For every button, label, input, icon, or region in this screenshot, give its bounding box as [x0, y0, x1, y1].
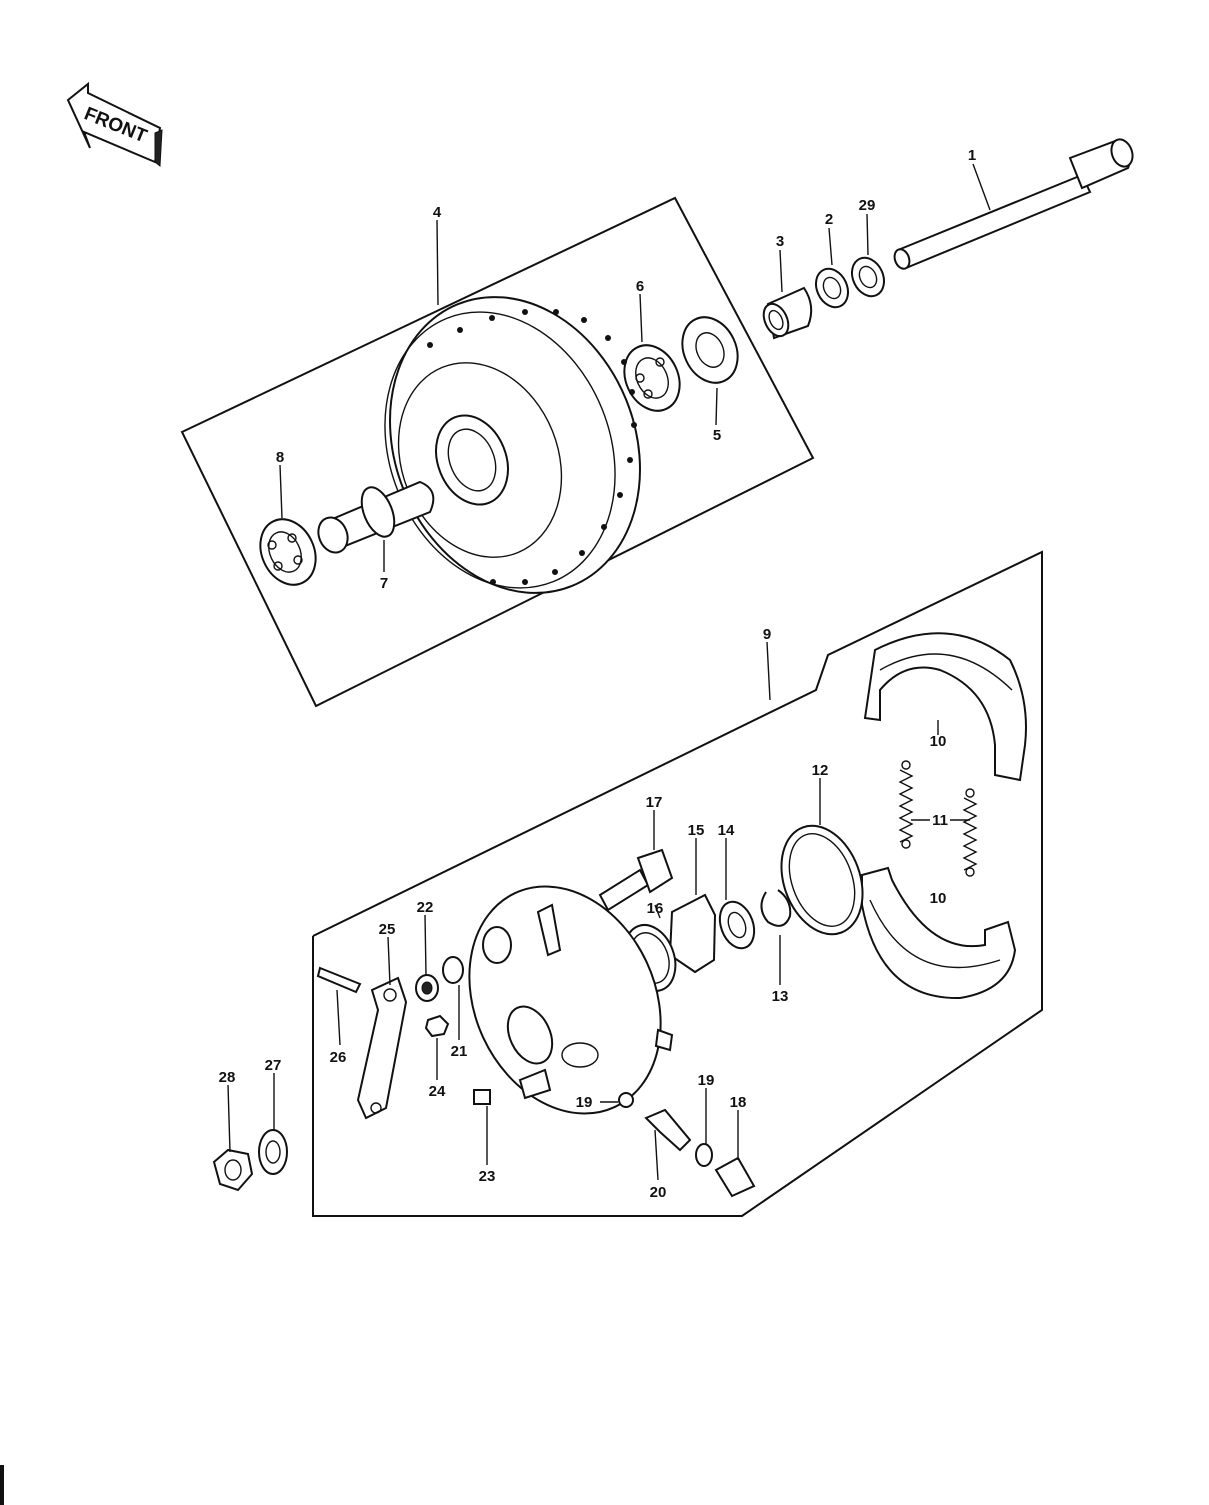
nut-28: [212, 1148, 254, 1192]
part-number-labels: 1 2 29 3 4 6 5 8 7 9 10 11 12 10 13 14 1…: [219, 147, 977, 1201]
collar-3: [762, 286, 813, 340]
bolt-26: [316, 966, 362, 994]
brake-shoe-10-lower: [861, 866, 1017, 1000]
bearing-8: [259, 518, 317, 586]
washer-19: [695, 1143, 713, 1167]
page-edge-mark: [0, 1465, 4, 1505]
label-11: 11: [932, 812, 948, 829]
nut-24: [424, 1014, 450, 1038]
plate-15: [668, 893, 717, 974]
label-19-right: 19: [698, 1072, 715, 1089]
axle: [893, 138, 1134, 270]
label-16: 16: [647, 900, 664, 917]
distance-collar-7: [317, 480, 435, 554]
label-15: 15: [688, 822, 705, 839]
cam-lever-25: [356, 976, 408, 1120]
label-3: 3: [776, 233, 784, 250]
washer-14: [718, 900, 756, 950]
label-8: 8: [276, 449, 284, 466]
label-14: 14: [718, 822, 735, 839]
label-10-upper: 10: [930, 733, 947, 750]
washer-27: [258, 1129, 288, 1175]
label-23: 23: [479, 1168, 496, 1185]
label-27: 27: [265, 1057, 282, 1074]
brake-shoe-10-upper: [863, 632, 1027, 782]
label-2: 2: [825, 211, 833, 228]
spoke-holes: [427, 309, 637, 585]
label-21: 21: [451, 1043, 468, 1060]
label-1: 1: [968, 147, 976, 164]
washer-21: [442, 956, 464, 984]
pinion-shaft-17: [598, 848, 674, 912]
brake-group-outline: [312, 550, 1043, 1217]
spacer-29: [850, 256, 886, 298]
label-29: 29: [859, 197, 876, 214]
label-4: 4: [433, 204, 442, 221]
label-12: 12: [812, 762, 829, 779]
label-13: 13: [772, 988, 789, 1005]
label-17: 17: [646, 794, 663, 811]
bearing-6: [623, 344, 681, 412]
gear-case-20: [644, 1108, 692, 1152]
label-25: 25: [379, 921, 396, 938]
label-18: 18: [730, 1094, 747, 1111]
front-arrow-icon: FRONT: [66, 81, 163, 167]
label-28: 28: [219, 1069, 236, 1086]
washer-22: [415, 974, 439, 1002]
springs-11: [898, 760, 978, 877]
brake-panel: [468, 885, 674, 1115]
bearing-5: [681, 316, 739, 384]
label-9: 9: [763, 626, 771, 643]
circlip-13: [760, 889, 792, 927]
label-6: 6: [636, 278, 644, 295]
label-10-lower: 10: [930, 890, 947, 907]
grease-seal-2: [814, 267, 850, 309]
label-20: 20: [650, 1184, 667, 1201]
label-26: 26: [330, 1049, 347, 1066]
bolt-18: [714, 1156, 756, 1198]
label-7: 7: [380, 575, 388, 592]
label-19-left: 19: [576, 1094, 593, 1111]
label-24: 24: [429, 1083, 446, 1100]
seal-12: [780, 824, 864, 936]
label-5: 5: [713, 427, 721, 444]
hub-group-outline: [180, 196, 815, 708]
pin-23: [473, 1089, 491, 1105]
leader-lines: [227, 163, 991, 1181]
hub-4: [384, 296, 641, 594]
label-22: 22: [417, 899, 434, 916]
